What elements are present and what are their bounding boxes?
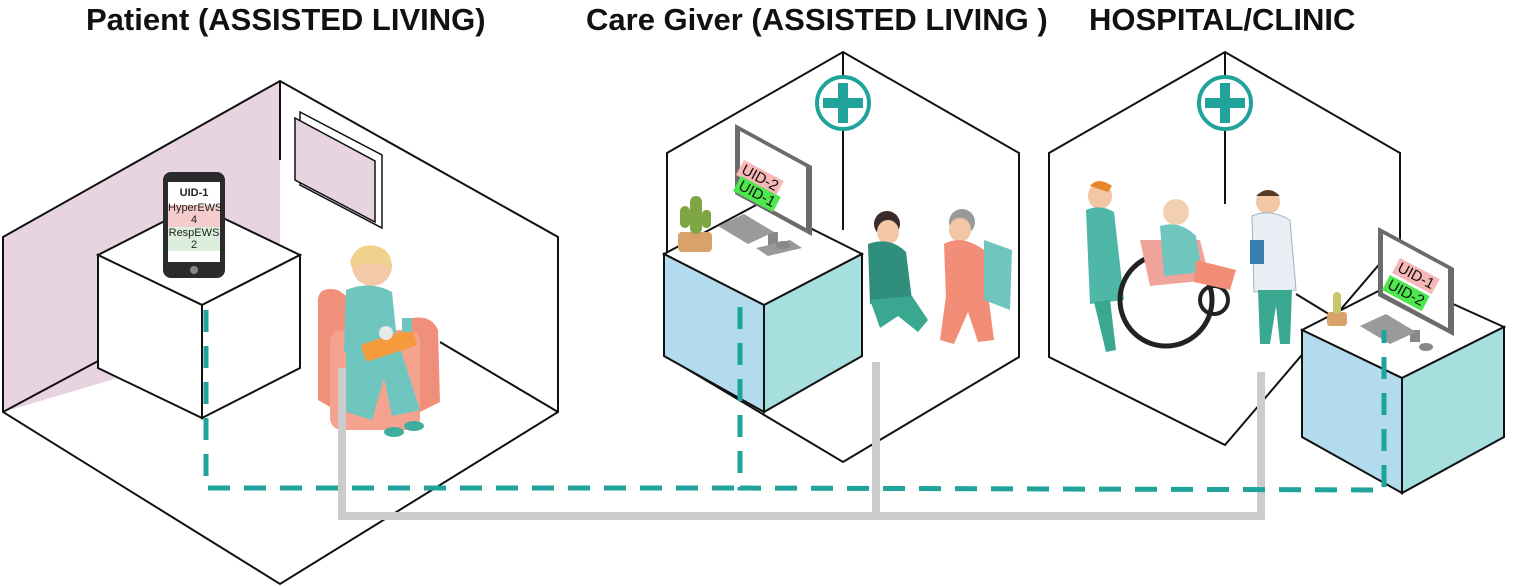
mouse-icon (1419, 343, 1433, 351)
phone-hyperews-label: HyperEWS (168, 202, 223, 214)
mouse-icon (776, 241, 790, 249)
nurse-wheelchair-doctor-illustration (1086, 181, 1297, 352)
phone-uid-label: UID-1 (179, 187, 209, 199)
caregiver-patient-illustration (868, 209, 1012, 344)
medical-cross-icon (815, 75, 871, 131)
keyboard-icon (718, 214, 774, 244)
diagram-title-patient: Patient (ASSISTED LIVING) (86, 2, 486, 37)
diagram-title-hospital: HOSPITAL/CLINIC (1089, 2, 1356, 37)
wired-connection-lines (338, 362, 1265, 520)
cactus-icon (678, 196, 712, 252)
diagram-title-caregiver: Care Giver (ASSISTED LIVING ) (586, 2, 1048, 37)
caregiver-room (661, 50, 1020, 464)
keyboard-icon (1360, 314, 1416, 344)
cactus-icon (1327, 292, 1347, 326)
medical-cross-icon (1197, 75, 1253, 131)
phone-respews-label: RespEWS (168, 227, 220, 239)
phone-respews-value: 2 (190, 239, 198, 251)
wireless-connection-dashed-lines (203, 307, 1387, 493)
hospital-room (1048, 50, 1507, 495)
smartphone-icon (163, 172, 225, 278)
seated-patient-illustration (317, 245, 440, 437)
patient-room (1, 79, 559, 586)
phone-hyperews-value: 4 (190, 214, 198, 226)
